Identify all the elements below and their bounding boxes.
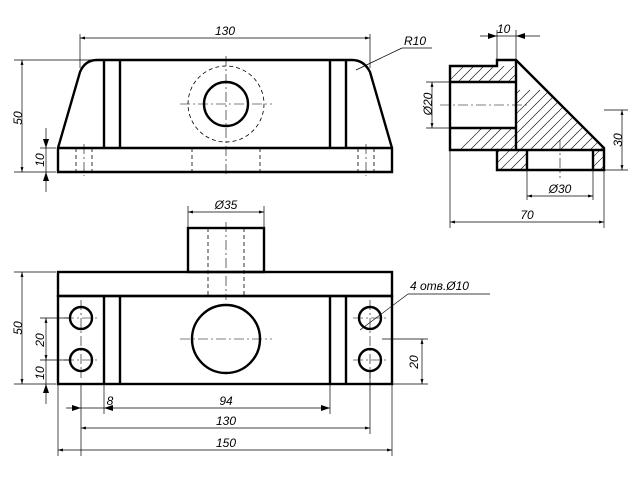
dim-plan-total-width: 150 xyxy=(216,436,236,450)
dim-plan-inner-width: 94 xyxy=(219,394,233,408)
dim-plan-holes-span: 130 xyxy=(216,414,236,428)
arrowhead xyxy=(516,33,525,39)
dim-plan-hole-spacing: 20 xyxy=(33,333,47,348)
leader-holes xyxy=(359,293,409,331)
arrowhead xyxy=(43,172,49,181)
dim-front-width: 130 xyxy=(215,24,235,38)
arrowhead xyxy=(321,405,330,411)
leader-r10 xyxy=(355,47,403,71)
dim-plan-right-spacing: 20 xyxy=(407,355,421,370)
plan-top-plate xyxy=(56,270,394,298)
dim-plan-hole-offset: 10 xyxy=(33,366,47,380)
dim-side-hole: Ø30 xyxy=(548,182,572,196)
dim-side-depth: 30 xyxy=(611,133,625,147)
side-outline xyxy=(448,58,606,172)
dim-fillet-radius: R10 xyxy=(404,34,426,48)
dim-plan-height: 50 xyxy=(11,321,25,335)
arrowhead xyxy=(43,384,49,393)
dim-side-width: 70 xyxy=(520,208,534,222)
arrowhead xyxy=(488,33,497,39)
dim-base-height: 10 xyxy=(33,153,47,167)
side-view: 10 Ø20 30 Ø30 70 xyxy=(421,22,628,228)
dim-boss-diameter: Ø35 xyxy=(214,198,238,212)
dim-holes-note: 4 отв.Ø10 xyxy=(410,279,469,293)
arrowhead xyxy=(72,405,81,411)
plan-view: 4 отв.Ø10 Ø35 50 20 10 20 8 94 xyxy=(11,198,490,456)
front-outline xyxy=(56,58,394,174)
arrowhead xyxy=(104,405,113,411)
front-view: 130 R10 50 10 xyxy=(11,24,432,192)
plan-base xyxy=(56,294,394,386)
arrowhead xyxy=(43,139,49,148)
dim-plan-edge-offset: 8 xyxy=(107,394,114,408)
dim-side-top-offset: 10 xyxy=(497,22,511,36)
dim-side-bore: Ø20 xyxy=(421,92,435,116)
dim-front-height: 50 xyxy=(11,111,25,125)
